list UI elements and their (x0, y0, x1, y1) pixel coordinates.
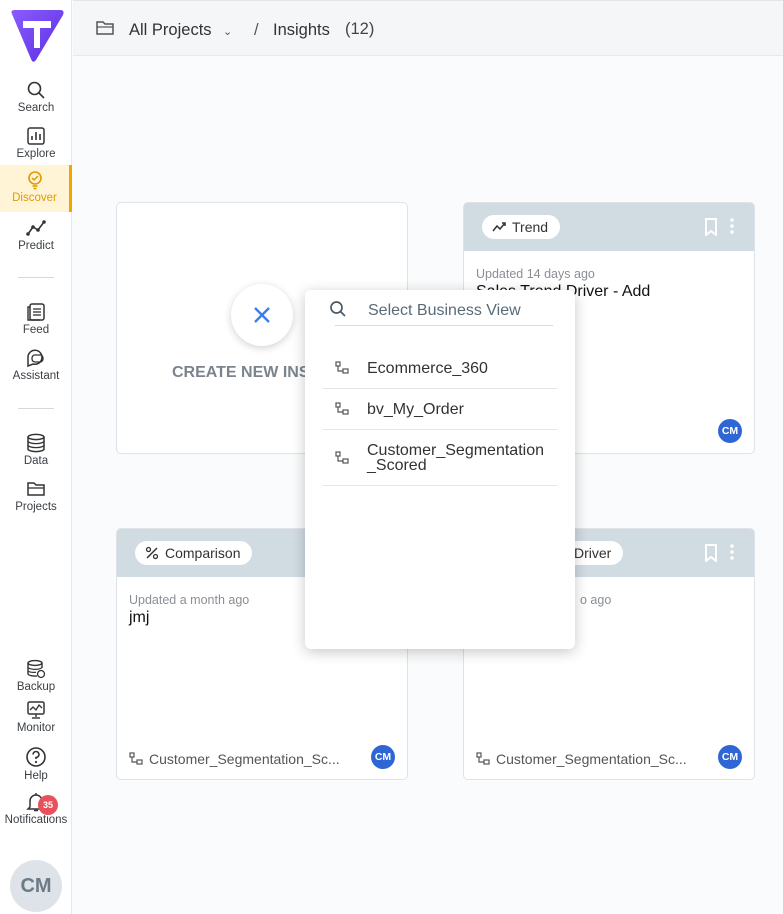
feed-icon (27, 303, 45, 321)
option-label: Ecommerce_360 (367, 359, 488, 377)
sidebar-item-discover[interactable]: Discover (0, 165, 72, 212)
avatar: CM (718, 419, 742, 443)
predict-icon (26, 220, 46, 236)
sidebar-item-label: Feed (22, 324, 50, 336)
create-insight-label: CREATE NEW INS (172, 364, 310, 381)
business-view-dropdown: Ecommerce_360 bv_My_Order Customer_Segme… (305, 290, 575, 649)
insight-type-chip: Trend (482, 215, 561, 239)
business-view-option[interactable]: Customer_Segmentation_Scored (323, 430, 557, 486)
sidebar-item-feed[interactable]: Feed (0, 302, 72, 348)
business-view-search-input[interactable] (335, 296, 553, 326)
sidebar: Search Explore Discover Predict Feed Ass… (0, 0, 72, 914)
sidebar-item-projects[interactable]: Projects (0, 479, 72, 525)
lightbulb-icon (27, 171, 42, 190)
create-insight-button[interactable] (231, 284, 293, 346)
sidebar-item-label: Explore (16, 148, 56, 160)
sidebar-item-label: Predict (18, 240, 54, 252)
card-header: Trend (464, 203, 754, 251)
hierarchy-icon (335, 361, 349, 374)
bookmark-icon[interactable] (704, 544, 718, 562)
sidebar-item-label: Backup (16, 681, 56, 693)
page-title: Insights (273, 21, 330, 39)
business-view-label: Customer_Segmentation_Sc... (129, 751, 340, 767)
sidebar-item-explore[interactable]: Explore (0, 126, 72, 172)
close-icon (254, 307, 270, 323)
user-avatar[interactable]: CM (10, 860, 62, 912)
chip-label: Comparison (165, 545, 241, 561)
sidebar-item-label: Help (24, 770, 48, 782)
hierarchy-icon (335, 402, 349, 415)
sidebar-item-label: Monitor (16, 722, 56, 734)
sidebar-item-backup[interactable]: Backup (0, 659, 72, 705)
more-options-icon[interactable] (730, 217, 734, 235)
updated-time: o ago (580, 593, 612, 607)
sidebar-item-help[interactable]: Help (0, 746, 72, 792)
chip-label: Driver (574, 545, 612, 561)
sidebar-item-assistant[interactable]: Assistant (0, 348, 72, 394)
sidebar-divider (18, 408, 54, 409)
insight-type-chip: Comparison (135, 541, 253, 565)
hierarchy-icon (129, 752, 143, 765)
folder-icon (27, 482, 45, 496)
sidebar-item-search[interactable]: Search (0, 80, 72, 126)
business-view-name: Customer_Segmentation_Sc... (149, 751, 340, 767)
app-logo[interactable] (8, 8, 66, 62)
search-icon (27, 81, 45, 99)
chat-icon (27, 349, 44, 368)
business-view-option[interactable]: Ecommerce_360 (323, 348, 557, 389)
updated-time: Updated 14 days ago (476, 267, 595, 281)
header: All Projects ⌄ / Insights (12) (73, 0, 783, 56)
sidebar-item-label: Projects (15, 501, 57, 513)
sidebar-item-monitor[interactable]: Monitor (0, 700, 72, 746)
folder-icon (96, 21, 114, 35)
sidebar-item-label: Assistant (12, 370, 60, 382)
sidebar-item-label: Discover (12, 192, 57, 204)
hierarchy-icon (476, 752, 490, 765)
option-label: Customer_Segmentation_Scored (367, 441, 544, 474)
updated-time: Updated a month ago (129, 593, 250, 607)
business-view-name: Customer_Segmentation_Sc... (496, 751, 687, 767)
trend-icon (492, 222, 506, 232)
option-label: bv_My_Order (367, 400, 464, 418)
insight-title: jmj (129, 609, 150, 626)
chart-icon (27, 127, 45, 145)
sidebar-item-predict[interactable]: Predict (0, 218, 72, 264)
avatar: CM (718, 745, 742, 769)
project-selector[interactable]: All Projects (129, 21, 212, 39)
sidebar-item-data[interactable]: Data (0, 433, 72, 479)
sidebar-item-label: Notifications (4, 814, 68, 826)
chip-label: Trend (512, 219, 549, 235)
insight-count: (12) (345, 20, 375, 38)
monitor-icon (27, 701, 45, 719)
chevron-down-icon[interactable]: ⌄ (223, 26, 233, 38)
sidebar-item-label: Search (17, 102, 55, 114)
business-view-option[interactable]: bv_My_Order (323, 389, 557, 430)
avatar: CM (371, 745, 395, 769)
business-view-label: Customer_Segmentation_Sc... (476, 751, 687, 767)
sidebar-divider (18, 277, 54, 278)
database-icon (27, 433, 45, 453)
breadcrumb-separator: / (254, 21, 259, 39)
sidebar-item-label: Data (23, 455, 49, 467)
sidebar-item-notifications[interactable]: Notifications (0, 792, 72, 838)
help-icon (26, 747, 46, 767)
hierarchy-icon (335, 450, 349, 464)
bookmark-icon[interactable] (704, 218, 718, 236)
notification-badge: 35 (38, 795, 58, 815)
percent-icon (145, 546, 159, 560)
more-options-icon[interactable] (730, 543, 734, 561)
backup-icon (27, 659, 46, 679)
